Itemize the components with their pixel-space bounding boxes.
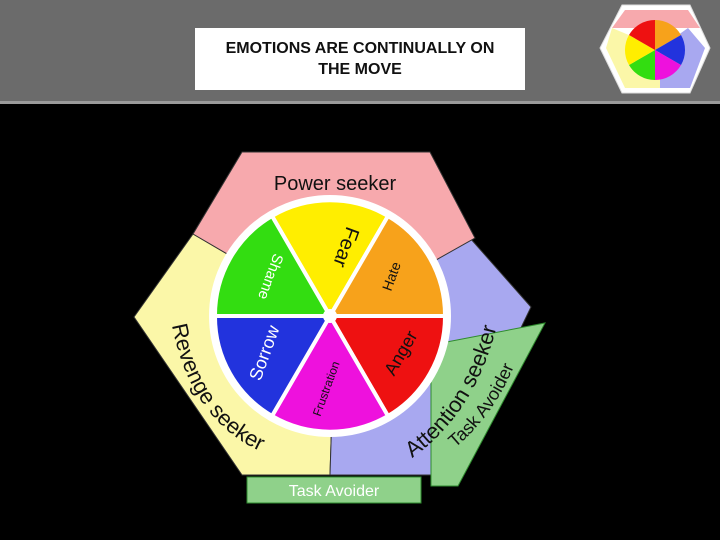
emotion-wheel xyxy=(209,195,451,437)
segment-task-avoider-side xyxy=(430,322,546,487)
slide-title: EMOTIONS ARE CONTINUALLY ON THE MOVE xyxy=(225,40,495,78)
label-power-seeker: Power seeker xyxy=(274,173,397,195)
logo-icon xyxy=(599,4,711,94)
header-divider xyxy=(0,101,720,104)
segment-task-avoider-bottom xyxy=(246,476,422,504)
label-task-avoider-bottom: Task Avoider xyxy=(289,483,380,500)
title-box: EMOTIONS ARE CONTINUALLY ON THE MOVE xyxy=(195,28,525,90)
